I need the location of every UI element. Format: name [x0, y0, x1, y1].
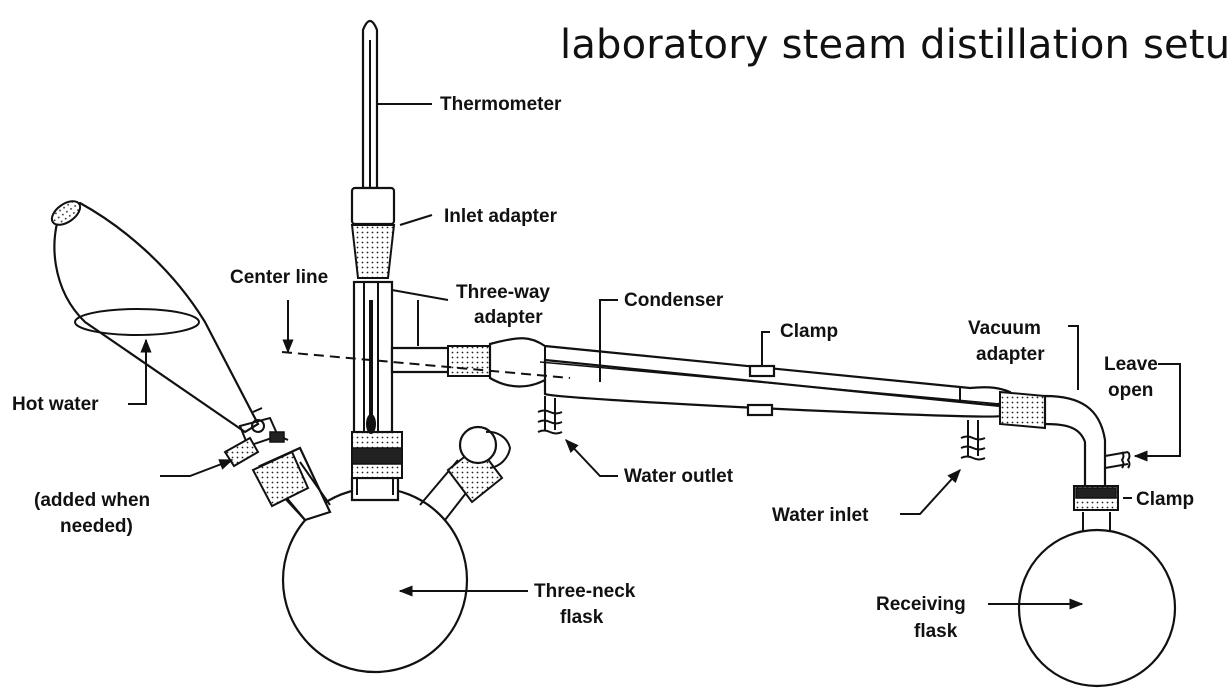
label-inlet-adapter: Inlet adapter: [444, 206, 558, 227]
label-added-1: (added when: [34, 490, 150, 511]
label-receiving-1: Receiving: [876, 594, 966, 615]
label-three-neck-1: Three-neck: [534, 581, 636, 602]
leader-lines: [128, 103, 1181, 610]
label-thermometer: Thermometer: [440, 94, 562, 115]
vacuum-adapter: [999, 390, 1131, 511]
label-three-way-2: adapter: [474, 307, 543, 328]
diagram-title: laboratory steam distillation setup: [560, 22, 1232, 68]
three-neck-flask: [251, 425, 512, 674]
thermometer: [350, 19, 396, 434]
separatory-funnel: [50, 200, 289, 468]
label-condenser: Condenser: [624, 290, 724, 311]
label-water-inlet: Water inlet: [772, 505, 869, 526]
label-leave-1: Leave: [1104, 354, 1158, 375]
label-vacuum-1: Vacuum: [968, 318, 1041, 339]
label-receiving-2: flask: [914, 621, 958, 642]
label-vacuum-2: adapter: [976, 344, 1045, 365]
receiving-flask: [1017, 512, 1177, 688]
label-center-line: Center line: [230, 267, 328, 288]
label-three-way-1: Three-way: [456, 282, 550, 303]
label-clamp-bottom: Clamp: [1136, 489, 1194, 510]
label-added-2: needed): [60, 516, 133, 537]
label-clamp-top: Clamp: [780, 321, 838, 342]
label-hot-water: Hot water: [12, 394, 99, 415]
label-water-outlet: Water outlet: [624, 466, 734, 487]
label-three-neck-2: flask: [560, 607, 604, 628]
label-leave-2: open: [1108, 380, 1153, 401]
